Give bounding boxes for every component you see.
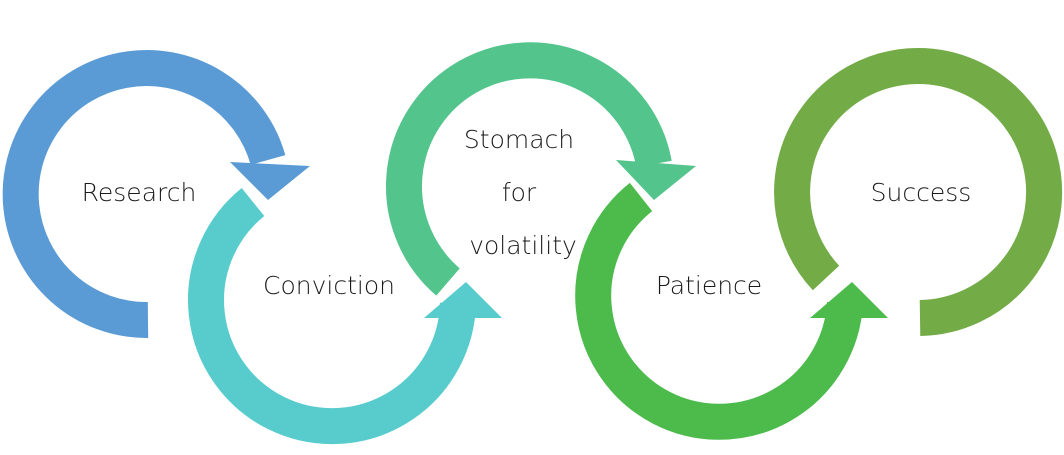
stomach-arc xyxy=(386,42,672,296)
stomach-arrowhead-icon xyxy=(616,160,696,200)
label-stomach-line-1: Stomach xyxy=(464,125,574,154)
stage-conviction: Conviction xyxy=(188,188,502,445)
label-stomach-line-2: for xyxy=(502,178,537,207)
label-success-line-1: Success xyxy=(871,178,972,207)
conviction-arc xyxy=(188,188,476,445)
conviction-arrowhead-icon xyxy=(424,282,502,318)
research-arc xyxy=(2,50,286,339)
label-research-line-1: Research xyxy=(82,178,197,207)
label-research: Research xyxy=(82,178,197,207)
label-conviction-line-1: Conviction xyxy=(263,271,395,300)
label-patience-line-1: Patience xyxy=(656,271,762,300)
label-success: Success xyxy=(871,178,972,207)
stage-patience: Patience xyxy=(575,182,888,440)
label-stomach-line-3: volatility xyxy=(469,231,577,260)
label-conviction: Conviction xyxy=(263,271,395,300)
stage-success: Success xyxy=(774,48,1063,336)
label-patience: Patience xyxy=(656,271,762,300)
stage-research: Research xyxy=(2,50,310,339)
label-stomach-for-volatility: Stomach for volatility xyxy=(464,125,582,260)
stage-stomach-for-volatility: Stomach for volatility xyxy=(386,42,696,296)
research-arrowhead-icon xyxy=(230,162,310,200)
patience-arc xyxy=(575,182,863,440)
success-arc xyxy=(774,48,1063,336)
patience-arrowhead-icon xyxy=(810,282,888,318)
